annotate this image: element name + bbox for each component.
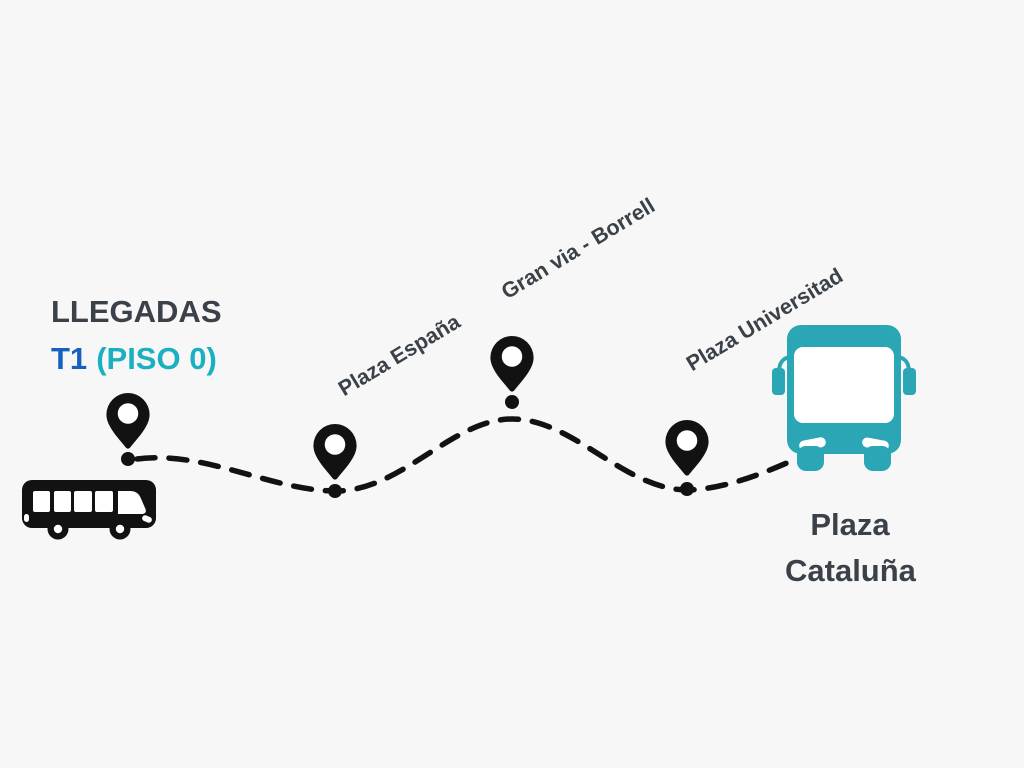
stop-dot [328, 484, 342, 498]
map-pin-icon [106, 393, 150, 449]
map-pin-icon [665, 420, 709, 476]
origin-terminal: T1 [51, 341, 88, 376]
destination-line2: Cataluña [785, 553, 916, 588]
destination-line1: Plaza [810, 507, 890, 542]
bus-front-icon [772, 325, 916, 471]
destination-label: Plaza Cataluña [785, 502, 916, 594]
origin-station: LLEGADAS [51, 294, 222, 329]
origin-floor: (PISO 0) [96, 341, 217, 376]
bus-side-icon [22, 480, 156, 540]
route-dashed-path [134, 416, 792, 494]
stop-dot [505, 395, 519, 409]
map-pin-icon [490, 336, 534, 392]
stop-dot [680, 482, 694, 496]
map-pin-icon [313, 424, 357, 480]
origin-dot [121, 452, 135, 466]
origin-label: LLEGADAS T1(PISO 0) [51, 288, 222, 382]
origin-terminal-line: T1(PISO 0) [51, 335, 222, 382]
